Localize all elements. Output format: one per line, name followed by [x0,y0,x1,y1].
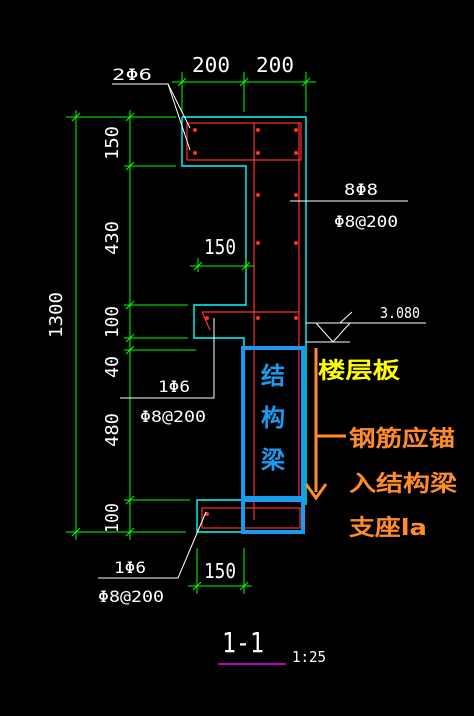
rebar-bottom-ledge [201,507,301,529]
rebar-dot [294,128,298,132]
leader-top-rebar [112,83,191,129]
dim-tick [239,77,249,87]
dim-tick [125,345,135,355]
dim-tick [125,300,135,310]
floor-slab-label: 楼层板 [318,359,401,384]
elev-tick [339,311,353,324]
rebar-dot [294,193,298,197]
outline-right-profile [182,116,307,505]
rebar-dot [256,241,260,245]
leader-top-rebar-2 [167,83,191,151]
dimension-lines [66,72,316,594]
anchor-note-line2: 入结构梁 [349,471,457,497]
rebar-dots [193,128,298,516]
dim-tick [125,495,135,505]
beam-highlight-base [241,498,305,534]
dim-left-480: 480 [102,413,123,447]
beam-label-char: 梁 [260,446,285,474]
dim-left-430: 430 [102,221,123,255]
dim-tick [241,261,251,271]
leader-lines [98,83,426,579]
rebar-top-label: 2Φ6 [112,65,152,84]
section-scale: 1:25 [292,648,326,666]
rebar-dot [193,128,197,132]
rebar-top-hood [186,122,302,161]
dim-tick [71,112,81,122]
concrete-outline [181,116,307,533]
rebar-dot [205,316,209,320]
dim-left-100b: 100 [102,503,123,533]
anchor-note-line3: 支座la [349,515,427,541]
anchor-annotation: 钢筋应锚 入结构梁 支座la [304,348,457,541]
leader-bottom-rebar [98,511,207,579]
dim-left-150: 150 [102,126,123,160]
dim-tick [239,581,249,591]
section-title: 1-1 [222,626,264,659]
rebar-dot [294,241,298,245]
beam-label-char: 结 [261,362,285,390]
dim-tick [71,527,81,537]
dim-left-100a: 100 [102,306,123,338]
stirrup-bot-label: Φ8@200 [98,587,164,606]
dim-tick [125,527,135,537]
rebar-dot [294,151,298,155]
rebar-bot-label: 1Φ6 [114,558,146,577]
anchor-note-line1: 钢筋应锚 [349,426,455,452]
stirrup-mid-label: Φ8@200 [140,407,206,426]
elevation-label: 3.080 [380,304,420,322]
beam-highlight: 结 构 梁 [241,346,305,534]
stirrup-side-label: Φ8@200 [334,212,398,231]
dim-tick [125,112,135,122]
dim-tick [193,261,203,271]
rebar-dot [256,316,260,320]
dim-top-2: 200 [256,53,294,77]
dim-tick [177,77,187,87]
rebar-mid-hook [201,311,211,331]
dim-left-40: 40 [102,356,123,378]
leader-mid-rebar [120,318,215,399]
rebar-dot [256,193,260,197]
dim-tick [192,581,202,591]
elev-triangle [315,322,351,343]
anchor-arrow-head [304,483,328,501]
rebar-side-label: 8Φ8 [344,180,378,199]
dim-total-label: 1300 [46,292,67,338]
rebar-dot [294,316,298,320]
cad-texts: 200 200 2Φ6 1300 150 430 100 40 480 100 … [46,53,420,666]
rebar-dot [256,128,260,132]
dim-inner-150: 150 [204,235,236,259]
rebar-mid-label: 1Φ6 [158,377,190,396]
rebar-dot [193,151,197,155]
dim-tick [125,161,135,171]
beam-label-char: 构 [261,404,285,432]
dim-tick [125,333,135,343]
dim-tick [301,77,311,87]
dim-top-1: 200 [192,53,230,77]
dim-bottom-150: 150 [204,559,236,583]
rebar-dot [256,151,260,155]
outline-left-profile [181,117,247,533]
